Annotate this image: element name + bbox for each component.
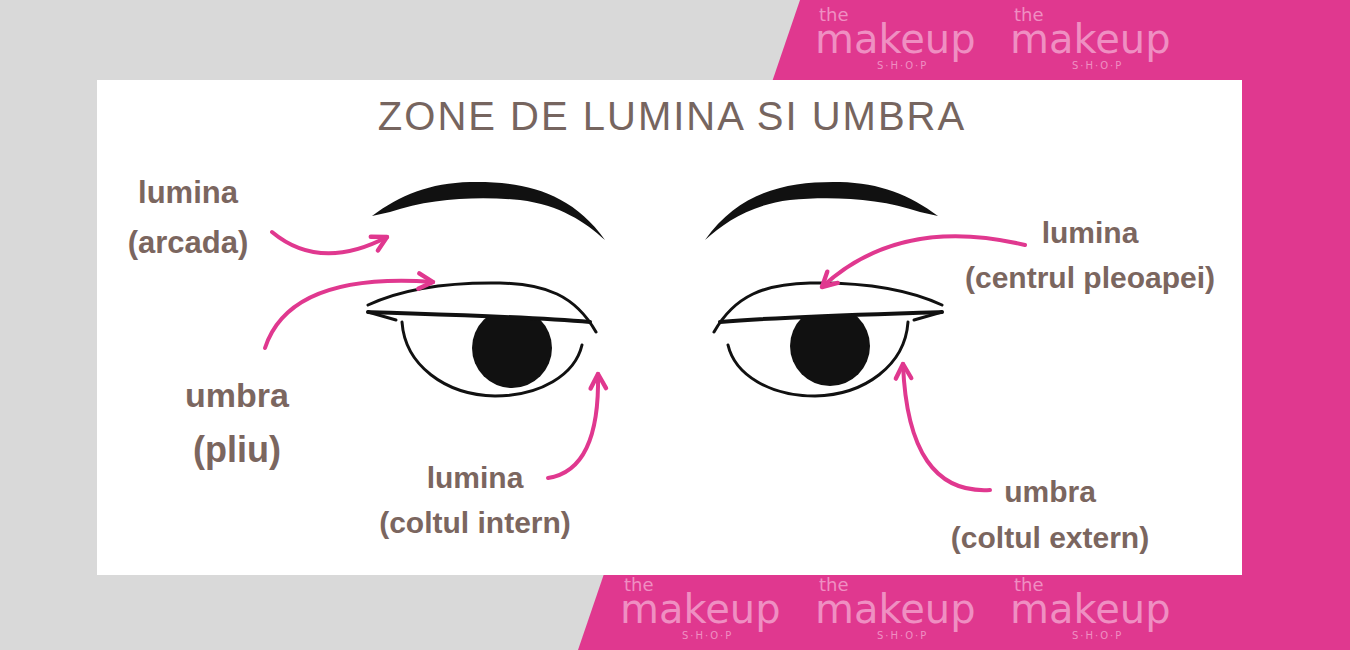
lash bbox=[368, 312, 396, 320]
zone-label: umbra bbox=[1004, 474, 1096, 510]
left-eye bbox=[368, 182, 605, 396]
zone-label: umbra bbox=[185, 375, 289, 416]
zone-label-holder: lumina bbox=[138, 174, 238, 211]
watermark-holder: makeup bbox=[815, 589, 976, 629]
watermark-holder: S·H·O·P bbox=[1072, 61, 1123, 71]
watermark: S·H·O·P bbox=[682, 631, 733, 641]
watermark-holder: S·H·O·P bbox=[877, 631, 928, 641]
watermark: S·H·O·P bbox=[877, 631, 928, 641]
zone-label-holder: lumina bbox=[427, 460, 524, 496]
watermark: makeup bbox=[620, 589, 781, 629]
zone-label-holder: (centrul pleoapei) bbox=[965, 260, 1215, 296]
zone-label: lumina bbox=[138, 174, 238, 211]
right-eye bbox=[705, 182, 942, 396]
watermark: S·H·O·P bbox=[877, 61, 928, 71]
watermark: S·H·O·P bbox=[1072, 61, 1123, 71]
zone-label-holder: umbra bbox=[185, 375, 289, 416]
watermark: makeup bbox=[815, 589, 976, 629]
zone-label-holder: lumina bbox=[1042, 215, 1139, 251]
zone-label-holder: (coltul extern) bbox=[951, 520, 1149, 556]
lash-line bbox=[720, 312, 942, 322]
watermark-holder: makeup bbox=[1010, 589, 1171, 629]
zone-label: (coltul extern) bbox=[951, 520, 1149, 556]
zone-label-holder: (coltul intern) bbox=[379, 505, 571, 541]
lash bbox=[914, 312, 942, 320]
lash-line bbox=[368, 312, 590, 322]
zone-label: (arcada) bbox=[128, 224, 249, 261]
pointer-arrows bbox=[265, 232, 1025, 490]
watermark: makeup bbox=[1010, 19, 1171, 59]
zone-label-holder: umbra bbox=[1004, 474, 1096, 510]
watermark: S·H·O·P bbox=[1072, 631, 1123, 641]
pointer-arrow bbox=[272, 232, 387, 253]
diagram-title: ZONE DE LUMINA SI UMBRA bbox=[378, 92, 966, 140]
watermark: makeup bbox=[1010, 589, 1171, 629]
watermark-holder: S·H·O·P bbox=[682, 631, 733, 641]
watermark-holder: makeup bbox=[815, 19, 976, 59]
watermark-holder: makeup bbox=[620, 589, 781, 629]
watermark-holder: S·H·O·P bbox=[1072, 631, 1123, 641]
pointer-arrow bbox=[903, 364, 990, 490]
pointer-arrow bbox=[548, 374, 598, 478]
zone-label: lumina bbox=[1042, 215, 1139, 251]
eyebrow bbox=[705, 182, 938, 240]
zone-label-holder: (pliu) bbox=[193, 428, 281, 471]
lower-lid bbox=[402, 322, 582, 396]
pointer-arrow bbox=[265, 281, 433, 348]
zone-label: (centrul pleoapei) bbox=[965, 260, 1215, 296]
zone-label: (coltul intern) bbox=[379, 505, 571, 541]
eyebrow bbox=[372, 182, 605, 240]
watermark-holder: makeup bbox=[1010, 19, 1171, 59]
lower-lid bbox=[728, 322, 908, 396]
watermark-holder: S·H·O·P bbox=[877, 61, 928, 71]
zone-label: (pliu) bbox=[193, 428, 281, 471]
zone-label: lumina bbox=[427, 460, 524, 496]
watermark: makeup bbox=[815, 19, 976, 59]
zone-label-holder: (arcada) bbox=[128, 224, 249, 261]
diagram-title-holder: ZONE DE LUMINA SI UMBRA bbox=[378, 92, 966, 140]
